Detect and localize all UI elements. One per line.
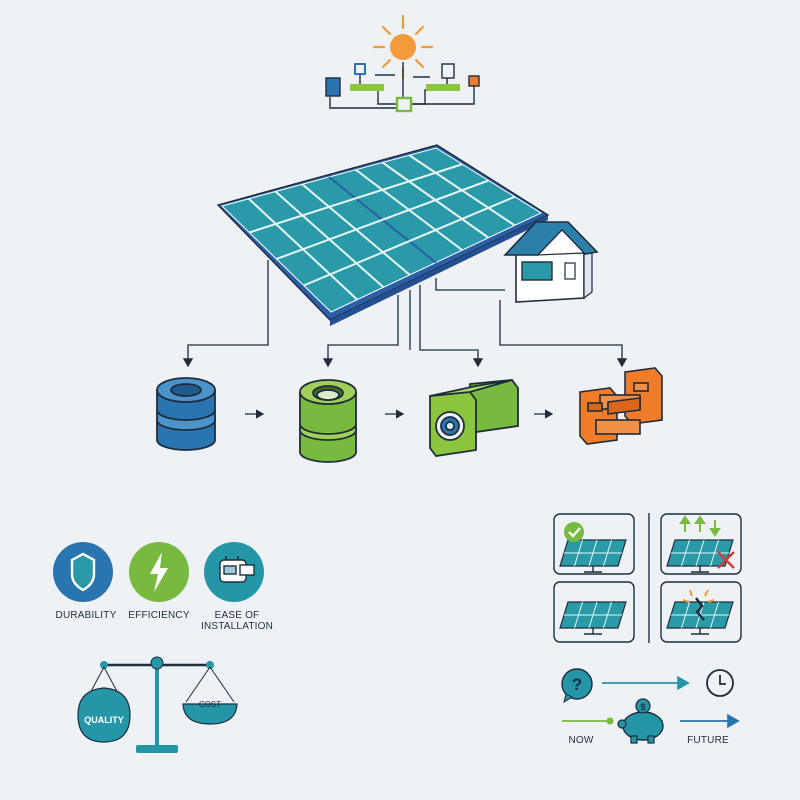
crack-icon (682, 589, 715, 621)
connector-icon (219, 556, 255, 583)
cost-pan (182, 703, 238, 725)
quality-pan (77, 687, 131, 743)
feature-efficiency (129, 542, 189, 602)
future-label: FUTURE (687, 735, 729, 746)
blue-connector-icon (156, 377, 216, 451)
feature-durability (53, 542, 113, 602)
timeline: ? $ (561, 668, 740, 744)
sun-circuit-icon (325, 14, 480, 113)
now-label: NOW (568, 735, 594, 746)
svg-text:?: ? (572, 675, 582, 694)
clock-icon (706, 669, 734, 697)
lightning-icon (150, 552, 168, 592)
svg-text:$: $ (640, 702, 645, 712)
shield-icon (70, 552, 96, 592)
feature-ease-of-installation (204, 542, 264, 602)
house-icon (503, 221, 599, 303)
durability-label: DURABILITY (55, 610, 117, 621)
solar-panel-icon (216, 144, 550, 326)
red-x-icon (717, 551, 735, 569)
sun-icon (372, 14, 434, 80)
panel-comparison-grid (553, 513, 742, 643)
coin-icon (635, 698, 651, 714)
cost-label: COST (199, 700, 221, 709)
piggy-bank-icon: $ (617, 698, 664, 744)
green-connector-icon (299, 379, 357, 463)
wiring (182, 260, 628, 368)
green-box-connector-icon (429, 379, 519, 457)
question-icon (561, 668, 593, 700)
balance-scale-icon: QUALITY COST (77, 656, 238, 753)
check-icon (564, 522, 584, 542)
quality-label: QUALITY (84, 715, 124, 725)
arrows-up-icon (679, 515, 721, 537)
orange-connector-icon (579, 367, 663, 445)
efficiency-label: EFFICIENCY (128, 610, 190, 621)
ease-of-installation-label: EASE OF INSTALLATION (200, 610, 274, 632)
